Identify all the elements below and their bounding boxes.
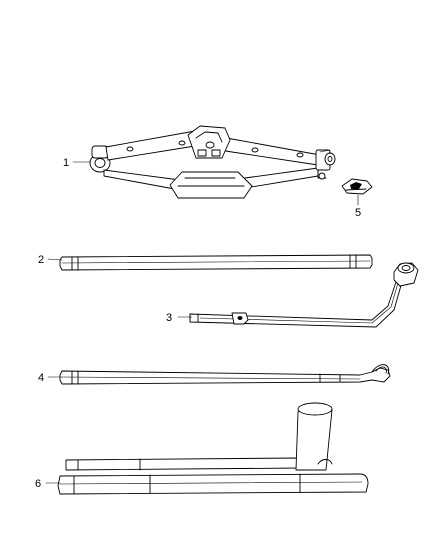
callout-6: 6 [35, 478, 61, 490]
callout-label-3: 3 [166, 312, 172, 324]
lug-wrench-drawing [189, 262, 419, 328]
callout-label-5: 5 [355, 207, 361, 219]
callout-label-1: 1 [63, 157, 69, 169]
callout-label-2: 2 [38, 254, 44, 266]
callout-label-4: 4 [38, 372, 44, 384]
callout-2: 2 [38, 254, 63, 266]
scissor-jack-drawing [89, 125, 336, 199]
jack-adapter-drawing [341, 178, 373, 195]
callout-label-6: 6 [35, 478, 41, 490]
tool-bag-drawing [57, 402, 369, 495]
jack-handle-hook-drawing [59, 364, 391, 385]
callout-4: 4 [38, 372, 63, 384]
extension-bar-drawing [59, 254, 373, 271]
callout-5: 5 [355, 194, 361, 219]
callout-3: 3 [166, 312, 193, 324]
callout-1: 1 [63, 157, 92, 169]
